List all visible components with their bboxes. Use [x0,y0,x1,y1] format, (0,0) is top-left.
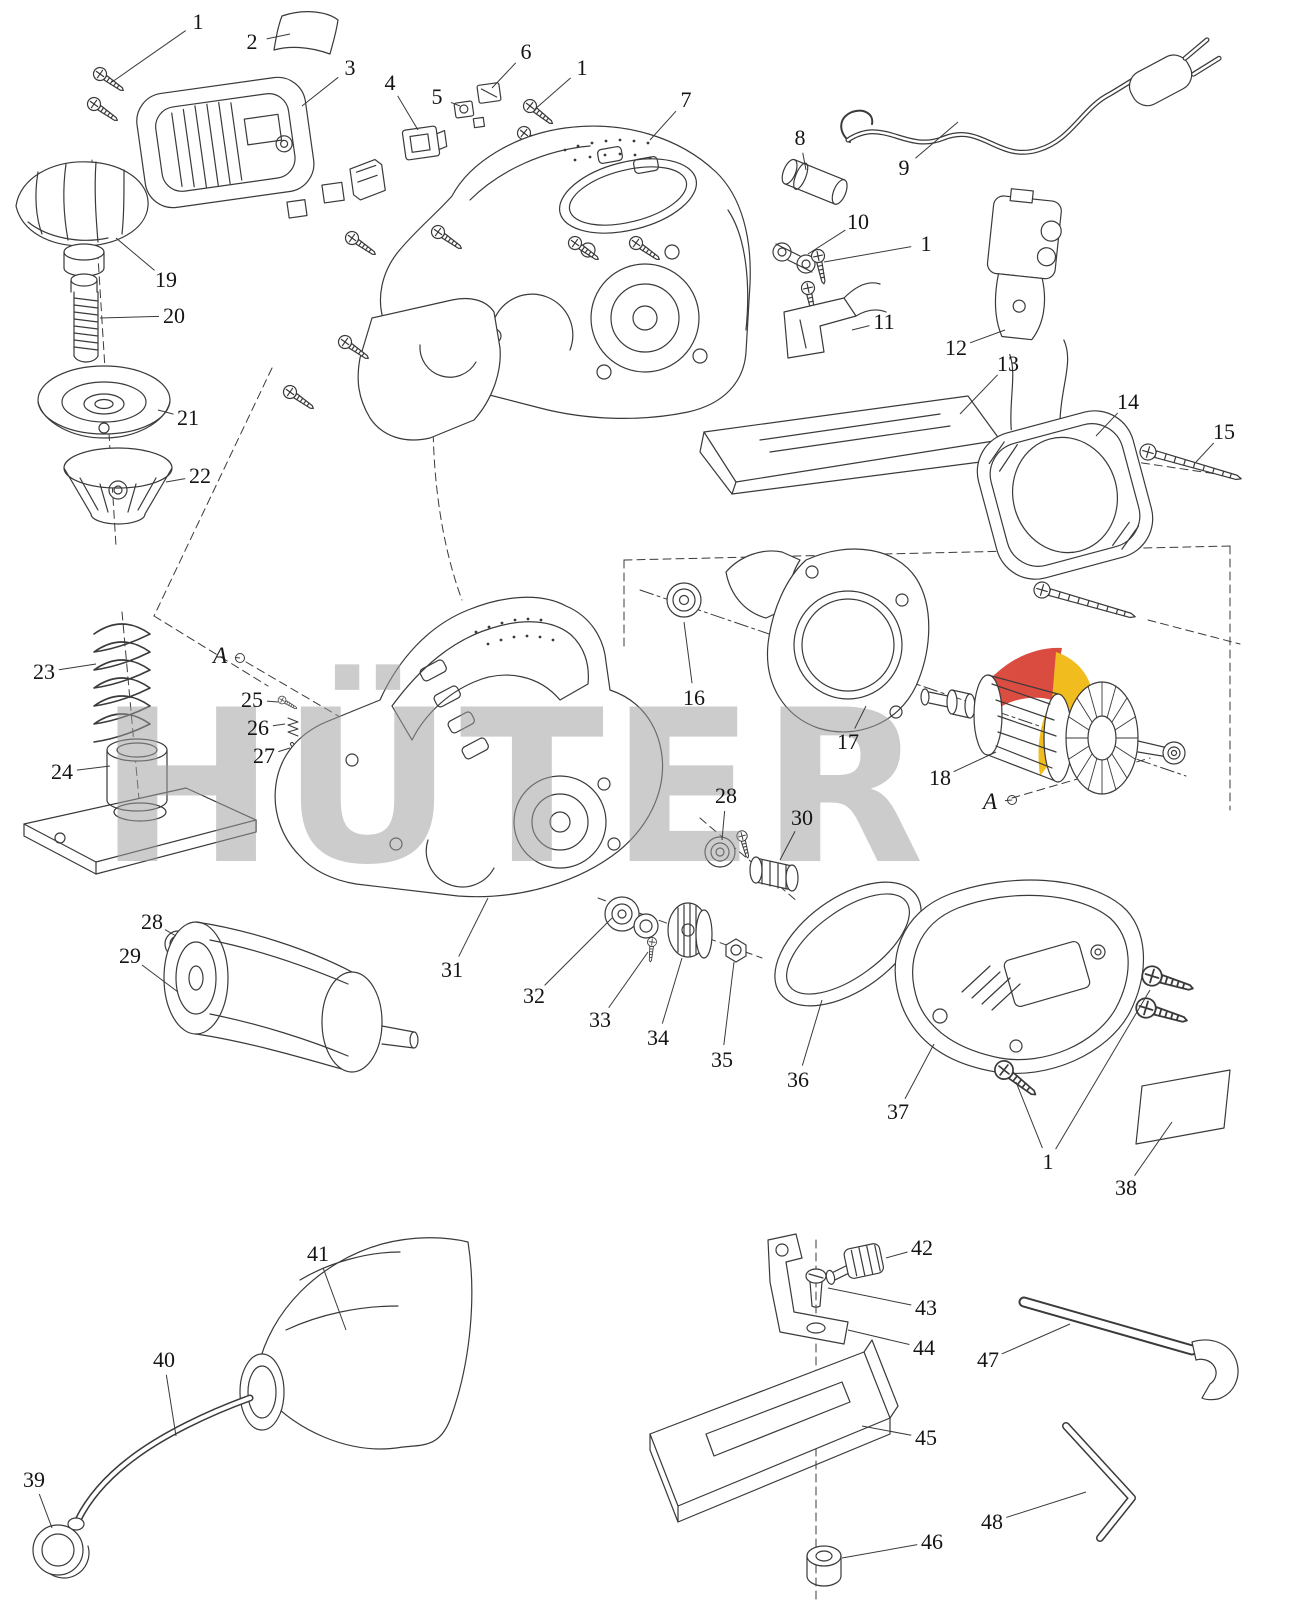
part-43-screw [805,1268,827,1308]
part-11-wire-clip [783,282,887,359]
part-19-knob [15,161,149,293]
part-39-adapter-ring [32,1524,90,1579]
part-22-cone [63,447,173,525]
part-6-plate [476,82,502,104]
part-28-bearing-a [704,836,736,868]
part-42-clamp-knob [825,1243,885,1285]
part-10-link [772,242,816,274]
part-12-switch [986,188,1062,341]
part-2-cover [273,11,339,55]
part-21-adjust-disc [37,365,171,439]
part-36-drive-belt [774,881,922,1007]
grip-dots [563,138,652,162]
part-18-armature [920,674,1186,795]
watermark-huter: HÜTER [98,664,931,911]
part-29-cutter-drum [163,921,419,1073]
part-26-small-spring [287,717,299,737]
part-46-clamp-nut [806,1545,842,1587]
part-5-nut [453,100,486,129]
part-7-motor-housing [280,125,751,441]
part-3-brush-housing [136,76,315,209]
part-20-threaded-shaft [73,291,99,363]
part-14-stator [976,339,1154,580]
part-48-hex-key [1062,1422,1136,1542]
part-16-bearing [666,582,702,618]
part-32-washers [604,896,659,939]
part-8-handle-pin [781,158,848,205]
fan-spokes [1065,681,1139,795]
part-4-block [401,125,448,161]
part-37-side-cover [894,879,1144,1074]
grip-dots [474,617,555,646]
part-13-base-plate [699,395,1001,495]
part-9-power-cord [840,37,1222,155]
part-44-bracket [767,1233,849,1345]
part-41-chip-deflector [239,1237,473,1450]
part-3-brush-blocks [286,158,386,219]
part-45-fence-plate [649,1339,899,1523]
part-30-coupler [735,829,799,892]
part-23-spring [93,623,151,743]
part-34-pulley [667,902,713,959]
part-33-screw [645,936,658,963]
part-17-baffle [725,548,930,733]
part-31-gear-housing [274,596,664,898]
part-47-wrench [1018,1296,1239,1401]
part-38-label-sticker [1135,1069,1231,1145]
part-35-nut [725,938,747,963]
part-1-screws-top-left [84,64,128,127]
power-plug [1128,37,1222,107]
part-40-support-rod [67,1394,254,1531]
part-24-guide-cylinder-and-shoe [23,738,257,875]
